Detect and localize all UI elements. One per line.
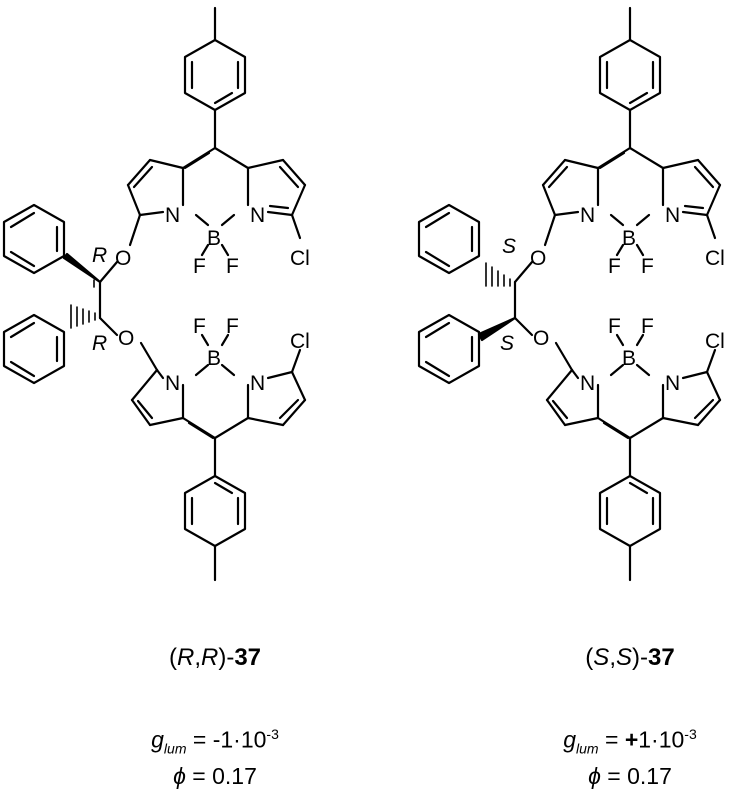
atom-n: N bbox=[165, 372, 180, 395]
atom-o: O bbox=[533, 327, 549, 350]
molecule-ss bbox=[417, 6, 722, 582]
atom-f: F bbox=[608, 255, 621, 278]
atom-f: F bbox=[641, 315, 654, 338]
atom-b: B bbox=[207, 347, 221, 370]
atom-cl: Cl bbox=[290, 247, 310, 270]
atom-f: F bbox=[608, 315, 621, 338]
atom-o: O bbox=[530, 247, 546, 270]
stereo-label: R bbox=[92, 244, 107, 267]
atom-n: N bbox=[665, 204, 680, 227]
phi-ss: ϕ = 0.17 bbox=[588, 763, 672, 790]
g-lum-rr: glum = -1·10-3 bbox=[151, 726, 279, 757]
atom-o: O bbox=[115, 247, 131, 270]
atom-n: N bbox=[580, 204, 595, 227]
caption-ss: (S,S)-37 glum = +1·10-3 ϕ = 0.17 bbox=[480, 644, 729, 790]
atom-f: F bbox=[641, 255, 654, 278]
caption-rr: (R,R)-37 glum = -1·10-3 ϕ = 0.17 bbox=[65, 644, 365, 790]
atom-b: B bbox=[622, 347, 636, 370]
compound-name-rr: (R,R)-37 bbox=[168, 644, 262, 671]
atom-f: F bbox=[193, 315, 206, 338]
atom-f: F bbox=[226, 255, 239, 278]
atom-cl: Cl bbox=[705, 247, 725, 270]
g-lum-ss: glum = +1·10-3 bbox=[563, 726, 697, 757]
atom-cl: Cl bbox=[290, 330, 310, 353]
atom-n: N bbox=[165, 204, 180, 227]
atom-o: O bbox=[118, 327, 134, 350]
atom-cl: Cl bbox=[705, 330, 725, 353]
compound-name-ss: (S,S)-37 bbox=[585, 644, 675, 671]
stereo-label: R bbox=[92, 332, 107, 355]
atom-f: F bbox=[193, 255, 206, 278]
atom-n: N bbox=[580, 372, 595, 395]
phi-rr: ϕ = 0.17 bbox=[173, 763, 257, 790]
atom-b: B bbox=[622, 227, 636, 250]
molecule-rr bbox=[2, 6, 307, 582]
atom-n: N bbox=[665, 372, 680, 395]
atom-n: N bbox=[250, 372, 265, 395]
stereo-label: S bbox=[500, 332, 514, 355]
stereo-label: S bbox=[502, 235, 516, 258]
atom-f: F bbox=[226, 315, 239, 338]
atom-b: B bbox=[207, 227, 221, 250]
atom-n: N bbox=[250, 204, 265, 227]
